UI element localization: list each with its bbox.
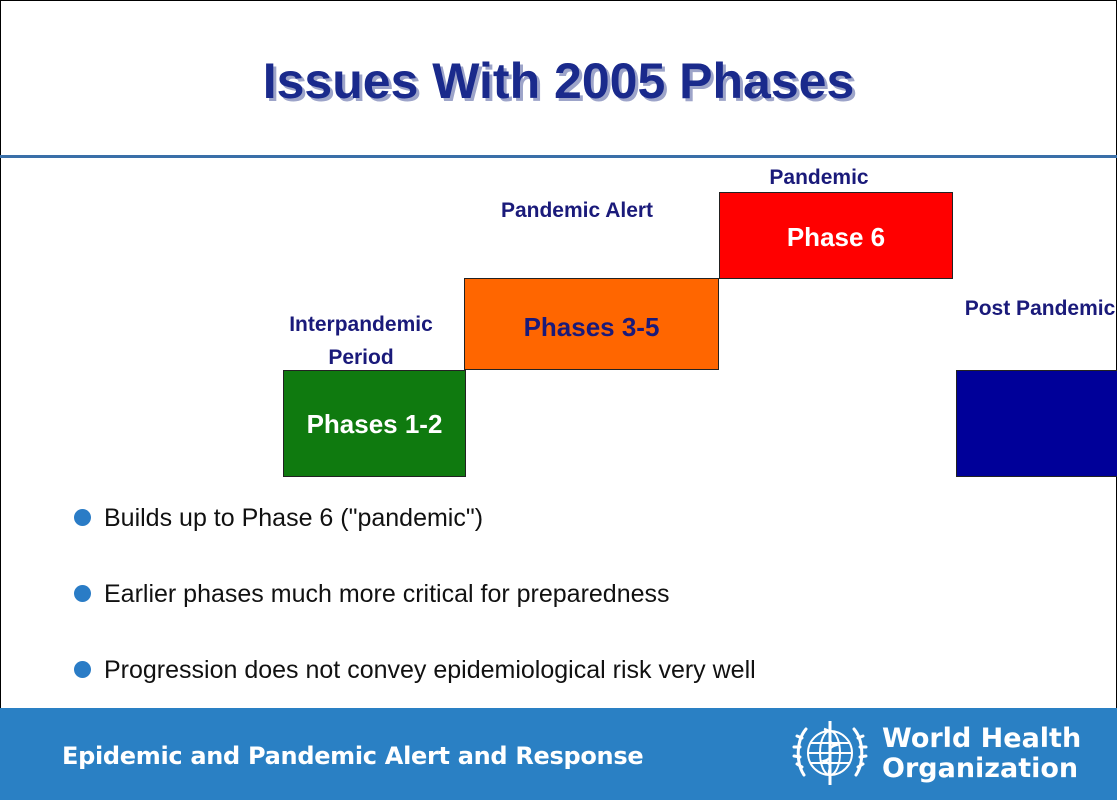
bullet-dot-icon bbox=[74, 661, 91, 678]
step-box-text: Phases 3-5 bbox=[523, 312, 660, 342]
list-item: Builds up to Phase 6 ("pandemic") bbox=[74, 498, 756, 574]
slide-title: Issues With 2005 Phases bbox=[262, 53, 855, 109]
bullet-text: Progression does not convey epidemiologi… bbox=[104, 656, 756, 684]
step-box-text: Phases 1-2 bbox=[306, 409, 443, 439]
step-label-post-pandemic: Post Pandemic bbox=[964, 297, 1116, 320]
bullet-dot-icon bbox=[74, 509, 91, 526]
step-label-pandemic: Pandemic bbox=[769, 166, 869, 189]
bullet-text: Builds up to Phase 6 ("pandemic") bbox=[104, 504, 484, 532]
org-name-line1: World Health bbox=[882, 723, 1082, 754]
step-box-phase-6: Phase 6 bbox=[719, 192, 953, 279]
footer-program-name: Epidemic and Pandemic Alert and Response bbox=[62, 742, 644, 770]
footer-bar: Epidemic and Pandemic Alert and Response… bbox=[0, 708, 1117, 800]
list-item: Earlier phases much more critical for pr… bbox=[74, 574, 756, 650]
list-item: Progression does not convey epidemiologi… bbox=[74, 650, 756, 726]
step-box-phases-3-5: Phases 3-5 bbox=[464, 278, 719, 370]
org-name: World Health Organization bbox=[882, 724, 1081, 784]
step-box-post-pandemic bbox=[956, 370, 1117, 477]
bullet-dot-icon bbox=[74, 585, 91, 602]
step-label-pandemic-alert: Pandemic Alert bbox=[500, 199, 654, 222]
title-divider bbox=[0, 155, 1117, 158]
org-name-line2: Organization bbox=[882, 753, 1079, 784]
bullet-list: Builds up to Phase 6 ("pandemic") Earlie… bbox=[74, 498, 756, 726]
bullet-text: Earlier phases much more critical for pr… bbox=[104, 580, 670, 608]
who-emblem-icon bbox=[792, 721, 868, 785]
step-box-text: Phase 6 bbox=[786, 222, 886, 252]
step-label-interpandemic: Interpandemic Period bbox=[289, 313, 433, 369]
step-box-phases-1-2: Phases 1-2 bbox=[283, 370, 466, 477]
